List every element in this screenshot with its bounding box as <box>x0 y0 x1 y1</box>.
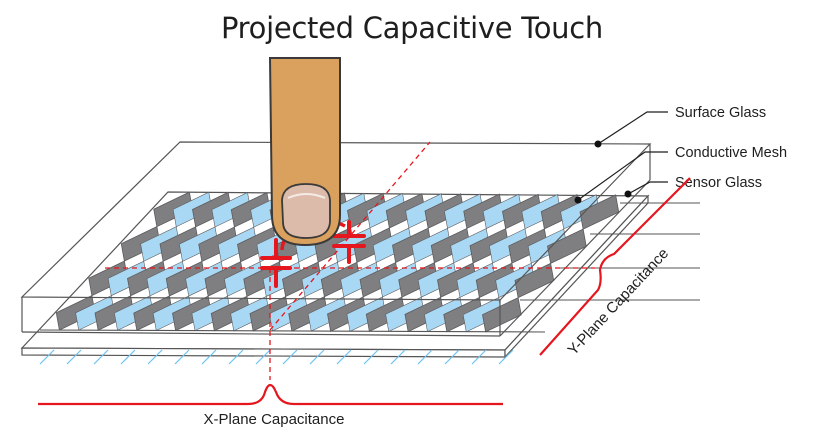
sensor-hatch-line <box>201 349 217 365</box>
x-plane-capacitance-label: X-Plane Capacitance <box>204 411 345 428</box>
sensor-hatch-line <box>282 349 298 365</box>
sensor-hatch-line <box>309 349 325 365</box>
mesh-diamond-gray <box>579 194 620 230</box>
capacitor-icon <box>332 220 366 264</box>
sensor-hatch-line <box>66 349 82 365</box>
x-plane-capacitance-curve <box>38 383 503 406</box>
touch-position-guides <box>105 141 595 380</box>
layer-label-sensor-glass: Sensor Glass <box>675 175 762 191</box>
capacitor-icon <box>260 238 292 288</box>
sensor-hatch-line <box>390 349 406 365</box>
sensor-hatch-line <box>93 349 109 365</box>
layer-label-conductive-mesh: Conductive Mesh <box>675 145 787 161</box>
sensor-hatch-line <box>498 349 514 365</box>
surface-glass-layer <box>20 141 652 337</box>
sensor-hatch-line <box>444 349 460 365</box>
sensor-hatch-line <box>336 349 352 365</box>
sensor-hatch-line <box>255 349 271 365</box>
layer-label-surface-glass: Surface Glass <box>675 105 766 121</box>
mesh-edge-lines <box>39 202 700 333</box>
y-plane-capacitance-curve <box>539 177 691 356</box>
sensor-hatch-line <box>120 349 136 365</box>
diagram-title: Projected Capacitive Touch <box>221 11 603 45</box>
sensor-hatch-line <box>228 349 244 365</box>
sensor-hatch-line <box>363 349 379 365</box>
sensor-hatch-lines <box>39 349 514 365</box>
sensor-hatch-line <box>147 349 163 365</box>
sensor-hatch-line <box>417 349 433 365</box>
finger-icon <box>268 57 341 247</box>
sensor-hatch-line <box>39 349 55 365</box>
label-leaders <box>577 111 668 201</box>
sensor-hatch-line <box>174 349 190 365</box>
label-leader-dots <box>574 140 632 204</box>
sensor-hatch-line <box>471 349 487 365</box>
